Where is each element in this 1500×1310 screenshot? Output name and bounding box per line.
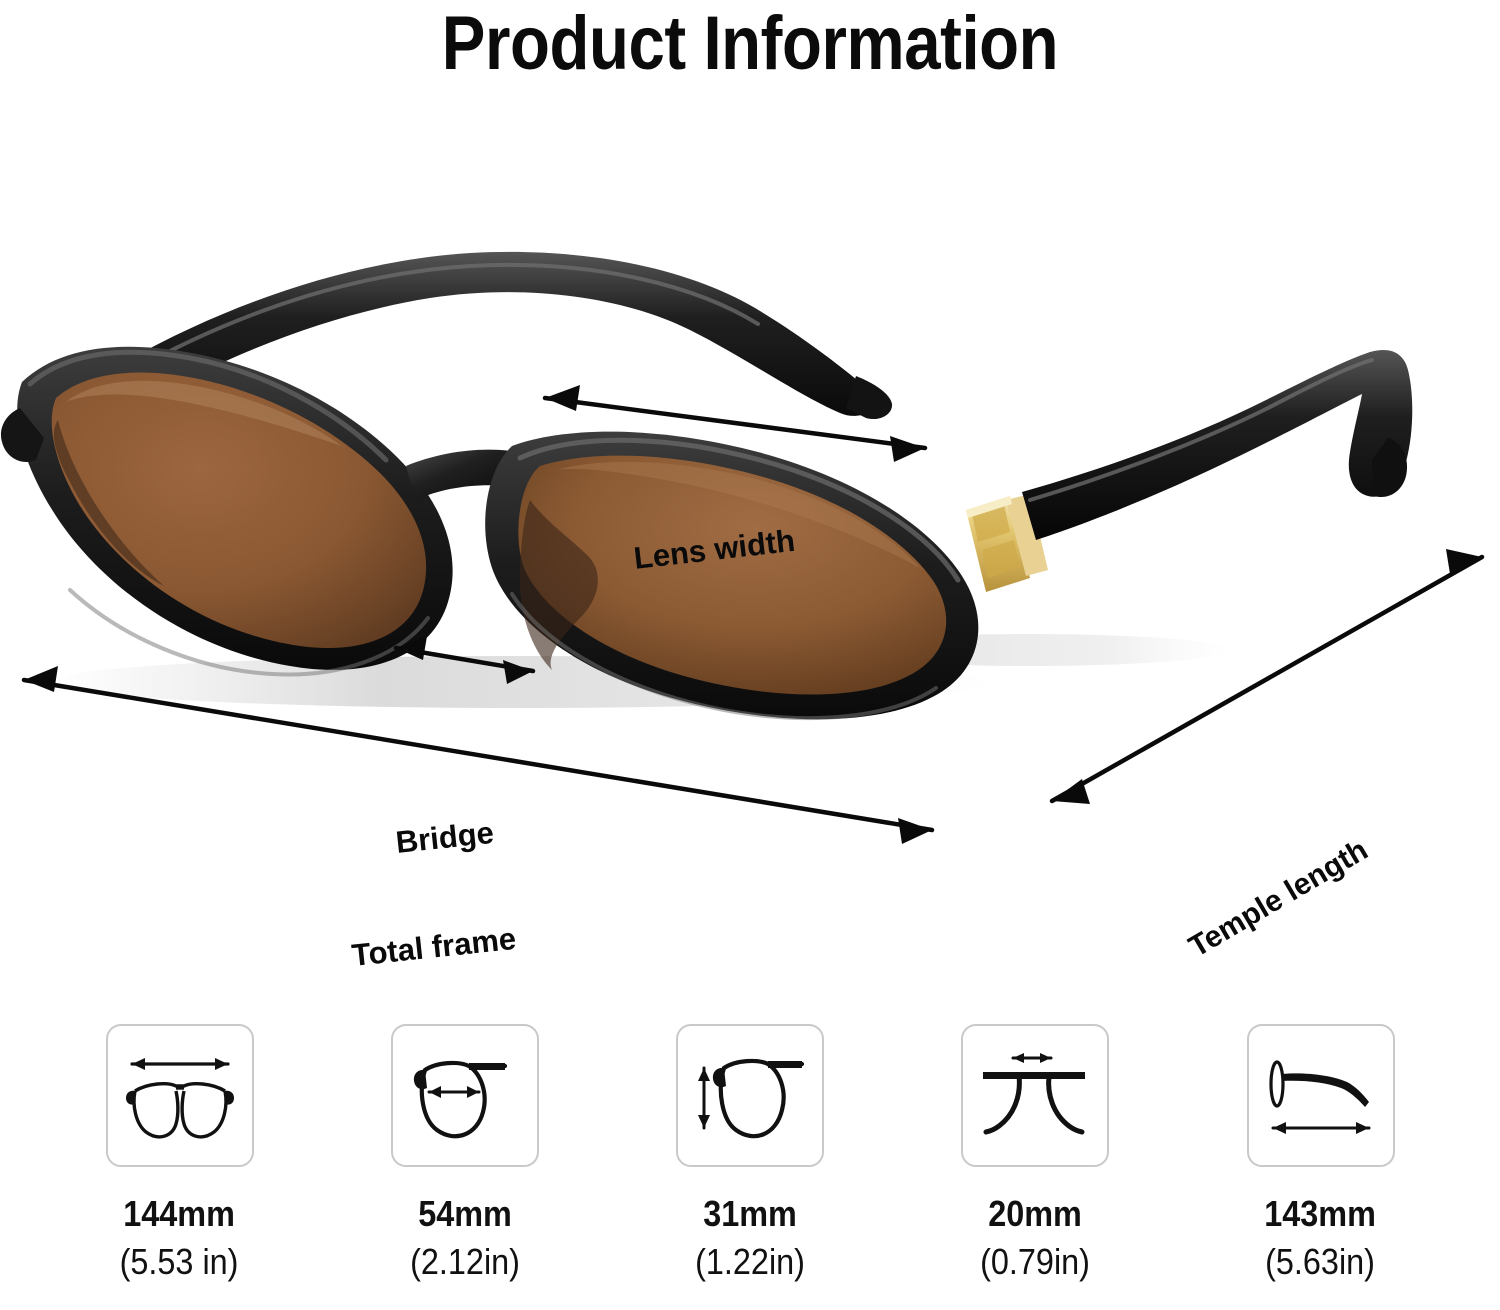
spec-value-mm: 144mm [123,1193,236,1234]
right-lens-group [485,431,979,721]
spec-icon-box [676,1024,824,1167]
temple-arm-front-eartip [1372,438,1408,498]
temple-length-arrow [1049,549,1485,804]
spec-icon-box [105,1024,254,1167]
product-photo: Lens width Bridge Total frame Temple len… [0,170,1500,973]
spec-item-total-frame-width: 144mm (5.53 in) [72,1024,287,1310]
lens-width-arrow [542,385,928,462]
left-lens-group [0,346,453,677]
right-frame-gloss [517,437,961,583]
temple-length-icon [1268,1059,1370,1134]
temple-arm-rear-highlight [68,262,760,412]
bridge-arrow [393,636,536,684]
spec-icon-box [390,1024,539,1167]
spec-icon-box [961,1024,1110,1167]
annotation-label-total-frame: Total frame [350,920,518,973]
lens-width-icon [413,1060,507,1138]
nose-bridge [406,449,524,500]
page-title: Product Information [441,1,1059,86]
spec-value-mm: 54mm [417,1193,512,1234]
lens-height-icon [698,1058,805,1138]
spec-strip: 144mm (5.53 in) [0,1024,1500,1310]
temple-arm-rear [55,251,884,438]
right-frame-inner-rim [518,455,947,695]
spec-value-inches: (5.53 in) [120,1241,239,1282]
left-frame-gloss [27,349,389,463]
temple-arm-front-highlight [1028,358,1374,502]
spec-value-inches: (5.63in) [1265,1241,1376,1282]
spec-value-inches: (1.22in) [695,1241,805,1282]
temple-arm-front [1022,350,1413,540]
spec-item-lens-width: 54mm (2.12in) [357,1024,572,1310]
annotation-arrows [21,385,1485,844]
spec-item-bridge-width: 20mm (0.79in) [928,1024,1143,1310]
glasses-front-total-width-icon [125,1057,234,1139]
spec-value-mm: 20mm [988,1193,1083,1234]
spec-item-temple-length: 143mm (5.63in) [1213,1024,1428,1310]
spec-icon-box [1246,1024,1395,1167]
bridge-width-icon [983,1052,1086,1134]
spec-value-inches: (0.79in) [980,1241,1091,1282]
left-frame-bottom-gloss [68,588,430,677]
right-frame-bottom-gloss [510,592,938,721]
spec-value-inches: (2.12in) [409,1241,520,1282]
spec-value-mm: 31mm [703,1193,797,1234]
total-frame-arrow [21,666,935,844]
spec-item-lens-height: 31mm (1.22in) [643,1024,858,1310]
temple-arm-rear-tip [846,376,893,420]
left-end-piece [0,408,44,462]
right-lens-highlight [556,461,920,568]
spec-value-mm: 143mm [1264,1193,1377,1234]
left-lens-highlight [66,380,342,446]
gold-hinge-accent [966,494,1048,592]
sunglasses-illustration [0,251,1485,844]
